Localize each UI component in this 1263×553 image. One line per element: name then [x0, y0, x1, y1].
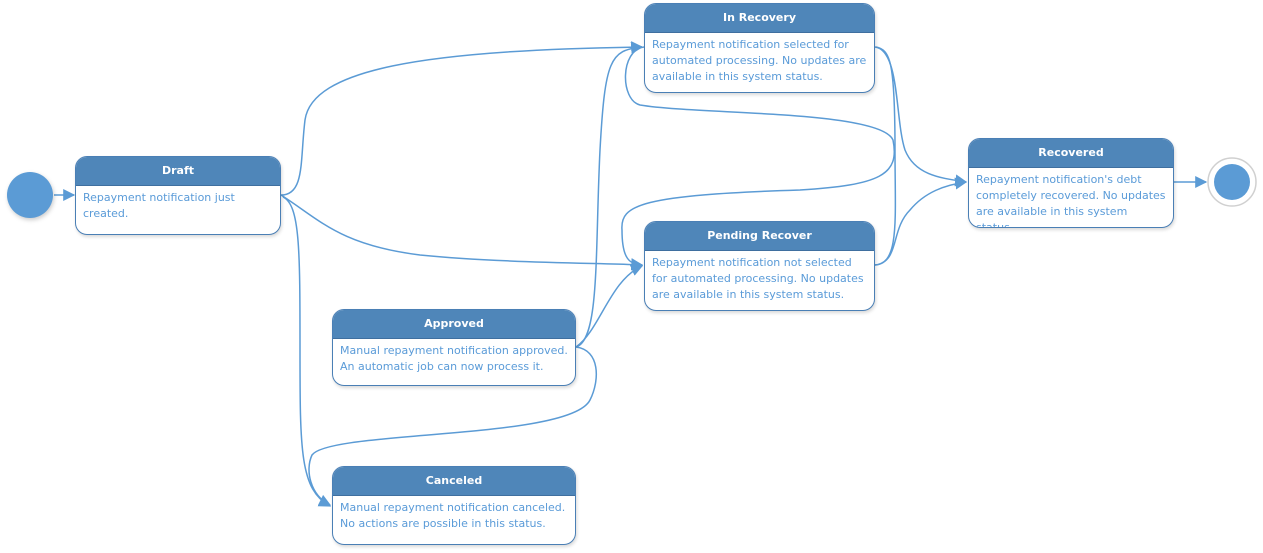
state-pending-recover[interactable]: Pending Recover Repayment notification n…: [644, 221, 875, 311]
state-title: Canceled: [333, 467, 575, 496]
final-state-node: [1207, 157, 1257, 207]
state-description: Manual repayment notification approved. …: [340, 344, 568, 373]
state-canceled[interactable]: Canceled Manual repayment notification c…: [332, 466, 576, 545]
state-title: Approved: [333, 310, 575, 339]
transition-pending-recovered: [874, 177, 968, 266]
transition-approved-inrecovery: [575, 42, 644, 348]
transition-draft-inrecovery: [280, 41, 644, 196]
transition-inrecovery-pending: [621, 46, 895, 271]
initial-state-node: [7, 172, 53, 218]
state-approved[interactable]: Approved Manual repayment notification a…: [332, 309, 576, 386]
transition-pending-inrecovery: [873, 46, 897, 266]
transition-inrecovery-recovered: [874, 46, 968, 187]
state-in-recovery[interactable]: In Recovery Repayment notification selec…: [644, 3, 875, 93]
state-recovered[interactable]: Recovered Repayment notification's debt …: [968, 138, 1174, 228]
transition-draft-pending: [280, 194, 644, 271]
state-title: Pending Recover: [645, 222, 874, 251]
state-title: Draft: [76, 157, 280, 186]
transition-approved-canceled: [308, 346, 597, 506]
state-description: Manual repayment notification canceled. …: [340, 501, 566, 530]
transition-approved-pending: [575, 264, 644, 348]
state-description: Repayment notification just created.: [83, 191, 235, 220]
state-description: Repayment notification not selected for …: [652, 256, 864, 301]
state-draft[interactable]: Draft Repayment notification just create…: [75, 156, 281, 235]
state-description: Repayment notification selected for auto…: [652, 38, 867, 83]
state-title: In Recovery: [645, 4, 874, 33]
state-description: Repayment notification's debt completely…: [976, 173, 1166, 228]
transition-draft-canceled: [282, 196, 332, 507]
state-title: Recovered: [969, 139, 1173, 168]
